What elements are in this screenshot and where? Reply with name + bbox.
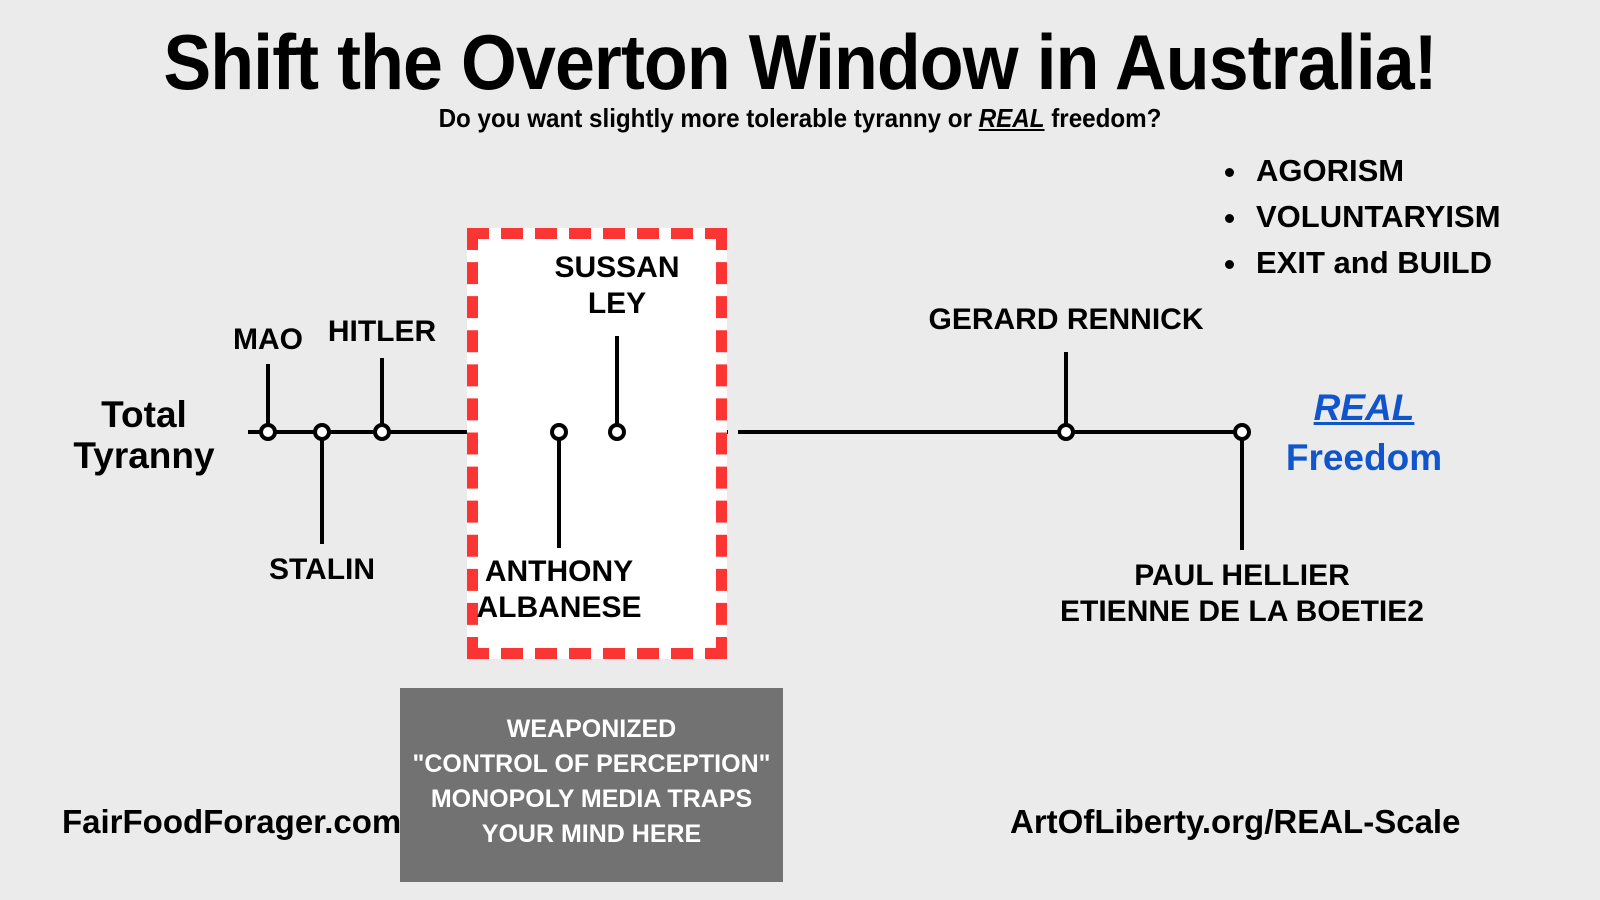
axis-label-total-tyranny: Total Tyranny [54,394,234,476]
axis-label-total-tyranny-line2: Tyranny [73,435,215,476]
label-stalin: STALIN [268,553,376,586]
label-paul-hellier: PAUL HELLIER [1134,559,1350,592]
stem-anthony-albanese [557,432,561,548]
media-warning-line1: WEAPONIZED [506,715,677,743]
marker-gerard-rennick[interactable] [1057,423,1075,441]
stem-gerard-rennick [1064,352,1068,432]
bullet-item-voluntaryism: VOLUNTARYISM [1250,194,1501,240]
label-etienne-de-la-boetie2: ETIENNE DE LA BOETIE2 [1060,595,1424,628]
stem-paul-hellier [1240,432,1244,550]
label-sussan-ley-line1: SUSSAN [554,251,680,284]
overton-window-box [467,228,727,659]
label-gerard-rennick: GERARD RENNICK [928,303,1204,336]
page-title: Shift the Overton Window in Australia! [163,18,1437,106]
spectrum-axis-right-segment [738,430,1244,434]
marker-mao[interactable] [259,423,277,441]
label-paul-hellier-etienne: PAUL HELLIER ETIENNE DE LA BOETIE2 [1002,558,1482,630]
label-anthony-albanese-line2: ALBANESE [476,591,642,624]
stem-hitler [380,358,384,432]
media-warning-box: WEAPONIZED "CONTROL OF PERCEPTION" MONOP… [400,688,783,882]
label-hitler: HITLER [327,315,437,348]
axis-label-total-tyranny-line1: Total [101,394,187,435]
axis-label-real-freedom: REAL Freedom [1264,383,1464,483]
stem-stalin [320,432,324,544]
marker-sussan-ley[interactable] [608,423,626,441]
footer-link-artofliberty[interactable]: ArtOfLiberty.org/REAL-Scale [1010,803,1461,840]
media-warning-line4: YOUR MIND HERE [481,820,702,848]
axis-label-real: REAL [1313,387,1415,428]
marker-paul-hellier[interactable] [1233,423,1251,441]
label-sussan-ley-line2: LEY [587,287,647,320]
marker-stalin[interactable] [313,423,331,441]
bullet-item-exit-and-build: EXIT and BUILD [1250,240,1501,286]
marker-anthony-albanese[interactable] [550,423,568,441]
label-anthony-albanese-line1: ANTHONY [484,555,634,588]
subtitle-emphasis-real: REAL [978,103,1045,133]
marker-hitler[interactable] [373,423,391,441]
media-warning-line3: MONOPOLY MEDIA TRAPS [430,785,753,813]
media-warning-line2: "CONTROL OF PERCEPTION" [412,750,771,778]
axis-label-freedom: Freedom [1285,437,1443,478]
solutions-bullet-list: AGORISM VOLUNTARYISM EXIT and BUILD [1222,148,1501,286]
label-anthony-albanese: ANTHONY ALBANESE [459,554,659,626]
page-subtitle: Do you want slightly more tolerable tyra… [56,102,1544,134]
stem-mao [266,364,270,432]
bullet-item-agorism: AGORISM [1250,148,1501,194]
subtitle-text-after: freedom? [1044,103,1162,133]
stem-sussan-ley [615,336,619,432]
footer-link-fairfoodforager[interactable]: FairFoodForager.com [62,803,402,840]
label-sussan-ley: SUSSAN LEY [519,250,715,322]
subtitle-text-before: Do you want slightly more tolerable tyra… [438,103,979,133]
label-mao: MAO [233,323,303,356]
